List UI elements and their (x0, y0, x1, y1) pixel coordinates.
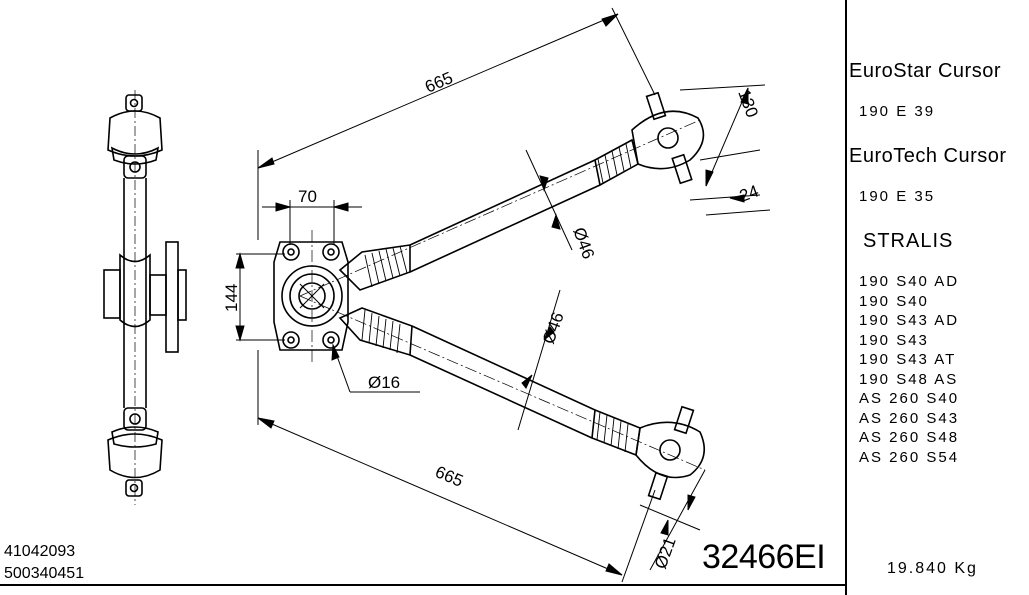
list-item: 190 S43 (859, 331, 929, 349)
mounting-bracket (273, 241, 349, 351)
upper-arm (338, 91, 705, 291)
bottom-border (0, 584, 845, 586)
eurotech-variant: 190 E 35 (859, 188, 936, 205)
dim-end-pin: Ø21 (651, 535, 680, 572)
part-number-1: 41042093 (4, 543, 76, 560)
part-number-2: 500340451 (4, 565, 85, 582)
dim-lower-length: 665 (432, 462, 466, 491)
list-item: 190 S48 AS (859, 370, 959, 388)
stralis-title: STRALIS (863, 230, 954, 252)
list-item: AS 260 S43 (859, 409, 960, 427)
dim-lower-tube: Ø46 (539, 310, 568, 347)
list-item: 190 S40 (859, 292, 929, 310)
eurotech-title: EuroTech Cursor (849, 145, 1007, 167)
weight-value: 19.840 Kg (887, 560, 978, 577)
list-item: 190 S43 AT (859, 351, 957, 368)
suspension-arm-drawing: 665 70 144 Ø16 Ø46 Ø46 130 24 665 Ø21 (103, 7, 771, 583)
list-item: AS 260 S54 (859, 448, 960, 466)
list-item: 190 S43 AD (859, 312, 960, 329)
dim-bracket-height: 144 (222, 284, 241, 312)
dim-pin: 24 (737, 181, 761, 205)
dim-bracket-width: 70 (298, 187, 317, 206)
dim-end-height: 130 (734, 87, 762, 120)
side-view (103, 90, 187, 505)
dim-upper-length: 665 (422, 68, 456, 97)
list-item: AS 260 S48 (859, 429, 960, 446)
lower-arm (338, 307, 706, 501)
dim-upper-tube: Ø46 (569, 225, 598, 262)
model-panel: EuroStar Cursor 190 E 39 EuroTech Cursor… (845, 0, 1029, 595)
list-item: 190 S40 AD (859, 273, 960, 290)
eurostar-variant: 190 E 39 (859, 103, 936, 120)
reference-code: 32466EI (702, 538, 826, 576)
stralis-variant-list: 190 S40 AD 190 S40 190 S43 AD 190 S43 19… (859, 272, 959, 467)
dim-hole: Ø16 (368, 373, 400, 392)
list-item: AS 260 S40 (859, 390, 960, 407)
eurostar-title: EuroStar Cursor (849, 60, 1001, 82)
